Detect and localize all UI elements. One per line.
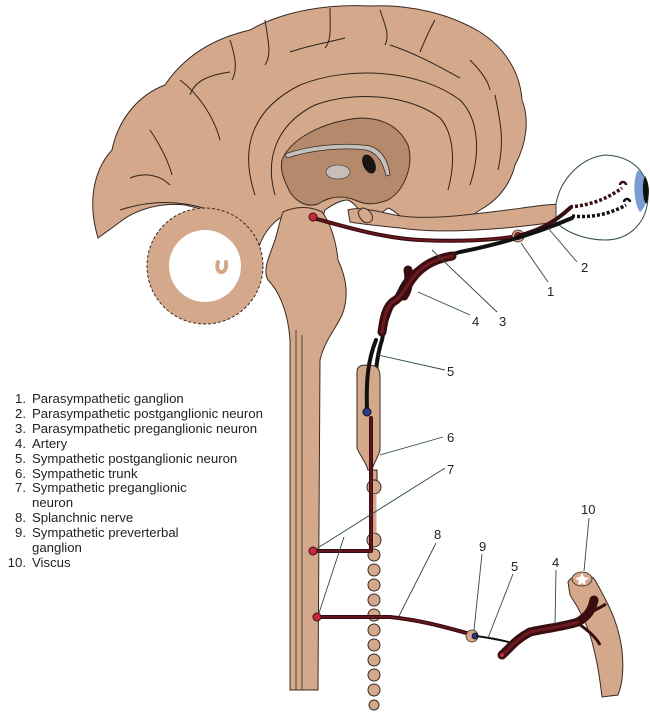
trunk-beads: [367, 548, 381, 711]
artery-head-core: [380, 254, 454, 334]
callout-1: 1: [547, 284, 554, 299]
callout-2: 2: [581, 260, 588, 275]
eyeball: [555, 154, 649, 241]
legend: 1.Parasympathetic ganglion 2.Parasympath…: [4, 391, 282, 571]
cell-body-sympathetic-upper: [308, 546, 318, 556]
callout-10: 10: [581, 502, 595, 517]
callout-7: 7: [447, 462, 454, 477]
callout-4-head: 4: [472, 314, 479, 329]
cell-body-sympathetic-lower: [312, 612, 322, 622]
sympathetic-postganglionic-in-trunk: [364, 338, 378, 412]
legend-item: 2.Parasympathetic postganglionic neuron: [15, 405, 263, 421]
brain-sulci: [119, 7, 502, 211]
legend-item: 8.Splanchnic nerve: [15, 510, 134, 526]
callout-4-viscus: 4: [552, 555, 559, 570]
legend-item: 9.Sympathetic preverterbal ganglion: [15, 525, 179, 556]
brainstem-spinal-cord: [265, 207, 347, 691]
artery-viscus-branch-2: [577, 602, 607, 622]
legend-item: 3.Parasympathetic preganglionic neuron: [15, 420, 258, 436]
artery-viscus-core: [500, 620, 580, 657]
legend-item: 1.Parasympathetic ganglion: [15, 391, 184, 406]
legend-item: 10.Viscus: [7, 554, 71, 570]
cell-body-parasympathetic: [308, 212, 318, 222]
callout-6: 6: [447, 430, 454, 445]
callout-5-trunk: 5: [447, 364, 454, 379]
leader-lines: [315, 227, 590, 639]
callout-8: 8: [434, 527, 441, 542]
legend-item: 7.Sympathetic preganglionic neuron: [15, 480, 187, 511]
sympathetic-preganglionic-core: [312, 417, 372, 552]
sympathetic-ganglion-cell: [362, 407, 372, 417]
splanchnic-nerve: [315, 615, 472, 636]
cerebellum: [146, 207, 264, 325]
parasympathetic-preganglionic-core: [312, 217, 519, 242]
callout-3: 3: [499, 314, 506, 329]
legend-item: 5.Sympathetic postganglionic neuron: [15, 450, 238, 466]
lateral-ventricle: [362, 154, 376, 174]
artery-head: [377, 251, 457, 337]
legend-item: 6.Sympathetic trunk: [15, 465, 138, 481]
viscus: [567, 574, 624, 698]
sympathetic-postganglionic-neuron-viscus: [475, 635, 513, 644]
pupil: [642, 176, 649, 204]
legend-item: 4.Artery: [15, 435, 68, 451]
corpus-callosum: [284, 143, 391, 177]
interthalamic-adhesion: [325, 164, 351, 180]
viscus-lumen-star: [575, 573, 589, 585]
pituitary: [357, 207, 373, 224]
diencephalon: [281, 117, 411, 206]
splanchnic-nerve-core: [316, 616, 471, 635]
artery-end: [500, 653, 504, 657]
artery-viscus-branch: [575, 620, 602, 646]
callout-5-viscus: 5: [511, 559, 518, 574]
callout-9: 9: [479, 539, 486, 554]
